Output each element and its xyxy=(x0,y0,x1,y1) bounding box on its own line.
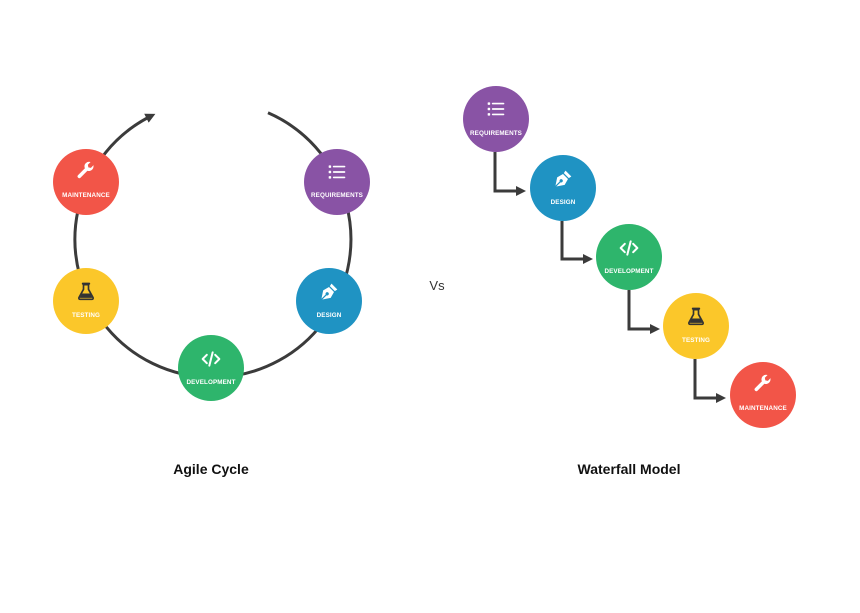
waterfall-node-design-label: DESIGN xyxy=(551,199,576,206)
agile-node-development: DEVELOPMENT xyxy=(178,335,244,401)
agile-node-requirements-label: REQUIREMENTS xyxy=(311,192,363,199)
agile-cycle-title: Agile Cycle xyxy=(173,461,249,477)
agile-node-design-label: DESIGN xyxy=(317,312,342,319)
waterfall-model: REQUIREMENTS DESIGN DEVELOPMENT TESTING … xyxy=(463,86,796,477)
agile-node-testing-label: TESTING xyxy=(72,312,100,319)
agile-node-requirements: REQUIREMENTS xyxy=(304,149,370,215)
waterfall-node-requirements: REQUIREMENTS xyxy=(463,86,529,152)
waterfall-connector-4 xyxy=(693,359,726,403)
agile-cycle: MAINTENANCE REQUIREMENTS DESIGN DEVELOPM… xyxy=(53,111,370,477)
waterfall-node-testing: TESTING xyxy=(663,293,729,359)
agile-node-design: DESIGN xyxy=(296,268,362,334)
waterfall-node-development: DEVELOPMENT xyxy=(596,224,662,290)
waterfall-model-title: Waterfall Model xyxy=(578,461,681,477)
waterfall-node-development-label: DEVELOPMENT xyxy=(604,268,653,275)
agile-node-development-label: DEVELOPMENT xyxy=(186,379,235,386)
vs-label: Vs xyxy=(429,278,445,293)
waterfall-node-requirements-label: REQUIREMENTS xyxy=(470,130,522,137)
waterfall-connector-1 xyxy=(493,152,526,196)
waterfall-connector-2 xyxy=(560,221,593,264)
waterfall-node-testing-label: TESTING xyxy=(682,337,710,344)
agile-node-maintenance: MAINTENANCE xyxy=(53,149,119,215)
waterfall-node-maintenance: MAINTENANCE xyxy=(730,362,796,428)
waterfall-connector-3 xyxy=(627,290,660,334)
agile-node-maintenance-label: MAINTENANCE xyxy=(62,192,110,199)
waterfall-node-maintenance-label: MAINTENANCE xyxy=(739,405,787,412)
agile-node-testing: TESTING xyxy=(53,268,119,334)
waterfall-node-design: DESIGN xyxy=(530,155,596,221)
